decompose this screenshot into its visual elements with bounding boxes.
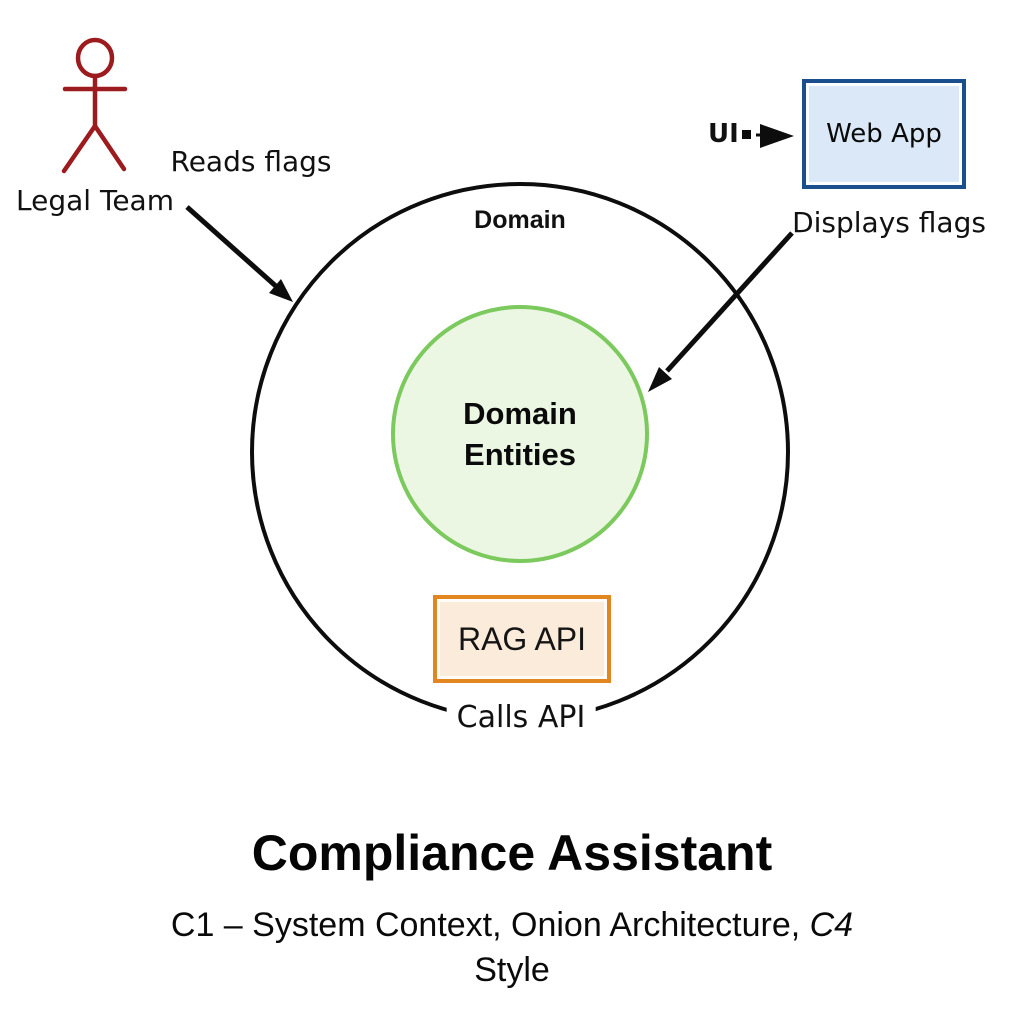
domain-entities-label-line2: Entities [464,437,576,472]
subtitle-italic-c4: C4 [809,906,854,944]
actor-label: Legal Team [16,184,174,217]
rag-api-box: RAG API [433,595,611,683]
subtitle-line1: C1 – System Context, Onion Architecture,… [0,903,1024,948]
actor-icon [61,37,128,174]
domain-entities-label-line1: Domain [463,396,577,431]
subtitle-text: C1 – System Context, Onion Architecture, [170,906,810,944]
diagram-subtitle: C1 – System Context, Onion Architecture,… [0,903,1024,993]
reads-flags-label: Reads flags [170,145,332,178]
displays-flags-label: Displays flags [792,206,986,239]
ui-label: UI [708,119,739,149]
outer-circle-label: Domain [474,206,566,234]
domain-entities-circle: Domain Entities [391,305,649,563]
ui-dashed-arrow [742,124,794,148]
reads-flags-arrow [185,205,293,302]
rag-api-label: RAG API [457,620,587,657]
web-app-box: Web App [802,79,966,189]
calls-api-label: Calls API [446,700,596,735]
diagram-title: Compliance Assistant [251,825,773,881]
web-app-label: Web App [826,119,942,149]
subtitle-line2: Style [474,951,550,989]
